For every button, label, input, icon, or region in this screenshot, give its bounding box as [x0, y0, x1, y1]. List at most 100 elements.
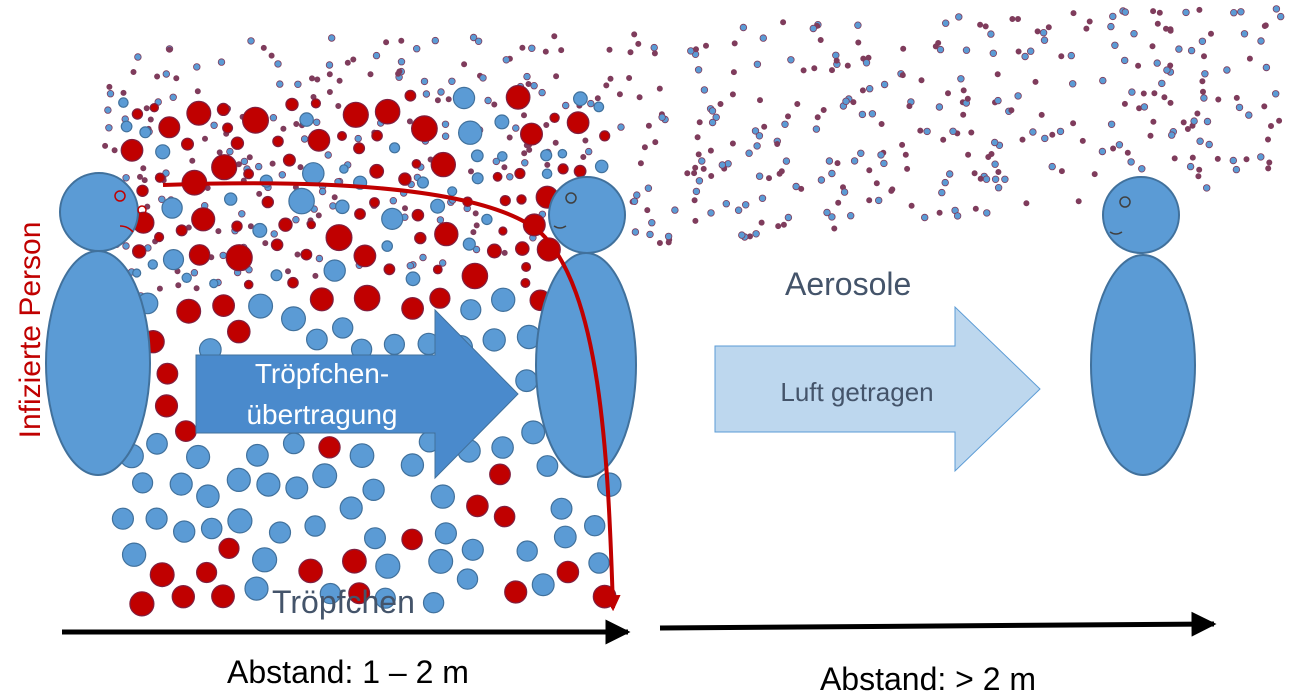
infected-person-lip	[119, 225, 134, 233]
aerosol-particle	[1235, 103, 1244, 112]
droplet-blue	[161, 197, 183, 219]
aerosol-particle	[899, 72, 906, 79]
aerosol-particle	[315, 254, 324, 263]
droplet-red	[218, 537, 240, 560]
droplet-red	[599, 130, 611, 142]
aerosol-particle	[1203, 117, 1212, 126]
aerosol-particle	[899, 141, 906, 148]
aerosol-particle	[247, 223, 254, 230]
aerosol-particle	[143, 105, 150, 112]
aerosol-particle	[269, 113, 278, 122]
droplet-blue	[132, 472, 154, 494]
aerosol-particle	[862, 59, 871, 67]
aerosol-particle	[1149, 43, 1156, 50]
droplet-blue	[375, 553, 401, 579]
aerosol-particle	[318, 187, 327, 196]
droplet-red	[573, 164, 587, 178]
aerosol-particle	[166, 46, 173, 53]
droplet-blue	[428, 548, 454, 574]
aerosol-particle	[1229, 156, 1237, 165]
droplet-blue	[319, 582, 342, 605]
aerosol-particle	[758, 194, 767, 202]
aerosol-particle	[825, 157, 834, 165]
droplet-red	[461, 262, 489, 290]
droplet-red	[191, 207, 216, 232]
aerosol-particle	[530, 81, 538, 90]
droplet-red	[369, 163, 385, 179]
aerosol-particle	[850, 157, 859, 165]
aerosol-particle	[1265, 165, 1272, 172]
aerosol-particle	[722, 199, 730, 208]
droplet-blue	[362, 478, 385, 501]
droplet-blue	[186, 444, 211, 470]
aerosol-particle	[1079, 137, 1086, 144]
aerosols-label: Aerosole	[785, 266, 911, 302]
droplet-blue	[244, 576, 269, 601]
droplet-red	[536, 237, 561, 262]
aerosol-particle	[120, 89, 127, 96]
aerosol-particle	[350, 56, 357, 63]
aerosol-particle	[1128, 88, 1136, 96]
droplet-red	[354, 208, 366, 220]
aerosol-particle	[217, 58, 226, 66]
aerosol-particle	[169, 93, 177, 101]
aerosol-particle	[656, 85, 663, 92]
aerosol-particle	[968, 129, 975, 136]
aerosol-particle	[644, 184, 653, 192]
aerosol-particle	[759, 34, 767, 42]
droplet-red	[212, 294, 236, 318]
aerosol-particle	[859, 87, 866, 94]
aerosol-particle	[474, 37, 483, 45]
droplet-red	[154, 232, 165, 243]
aerosol-particle	[492, 157, 500, 166]
aerosol-particle	[1014, 92, 1022, 100]
droplet-red	[337, 131, 348, 142]
droplet-red	[492, 171, 503, 182]
droplet-blue	[584, 515, 606, 537]
droplet-arrow-shape	[195, 308, 519, 480]
aerosol-particle	[1099, 76, 1107, 85]
aerosol-particle	[730, 69, 737, 76]
droplet-blue	[181, 272, 192, 283]
aerosol-particle	[276, 80, 284, 88]
droplet-red	[414, 231, 427, 245]
droplet-red	[231, 220, 243, 232]
aerosol-particle	[106, 83, 113, 90]
aerosol-particle	[936, 45, 945, 54]
aerosol-particle	[972, 205, 979, 212]
droplet-blue	[593, 101, 605, 113]
droplet-blue	[496, 151, 508, 162]
aerosol-particle	[693, 46, 700, 53]
droplet-blue	[248, 293, 274, 319]
aerosol-particle	[331, 194, 338, 201]
droplet-blue	[491, 287, 516, 312]
droplet-red	[285, 97, 299, 112]
aerosol-particle	[877, 151, 885, 159]
aerosol-particle	[1201, 70, 1209, 78]
aerosol-cloud	[97, 5, 1285, 300]
droplet-blue	[200, 517, 223, 540]
aerosol-particle	[1208, 30, 1215, 37]
droplet-blue	[515, 369, 538, 393]
aerosol-particle	[921, 213, 929, 222]
droplet-red	[158, 116, 181, 139]
aerosol-particle	[1086, 18, 1093, 25]
aerosol-particle	[111, 147, 118, 154]
aerosol-particle	[953, 212, 962, 220]
aerosol-particle	[991, 138, 999, 147]
aerosol-particle	[1199, 78, 1206, 85]
droplet-blue	[452, 86, 476, 110]
aerosol-particle	[1230, 8, 1238, 17]
aerosol-particle	[880, 80, 889, 89]
aerosol-particle	[1029, 128, 1037, 136]
aerosol-particle	[753, 142, 761, 150]
aerosol-particle	[665, 239, 672, 246]
aerosol-particle	[1008, 107, 1015, 114]
aerosol-particle	[122, 174, 130, 182]
droplet-cloud	[111, 84, 622, 617]
aerosol-particle	[439, 259, 447, 267]
droplet-red	[401, 528, 423, 551]
aerosol-particle	[538, 88, 546, 97]
droplet-blue	[323, 259, 346, 282]
aerosol-particle	[917, 127, 924, 134]
